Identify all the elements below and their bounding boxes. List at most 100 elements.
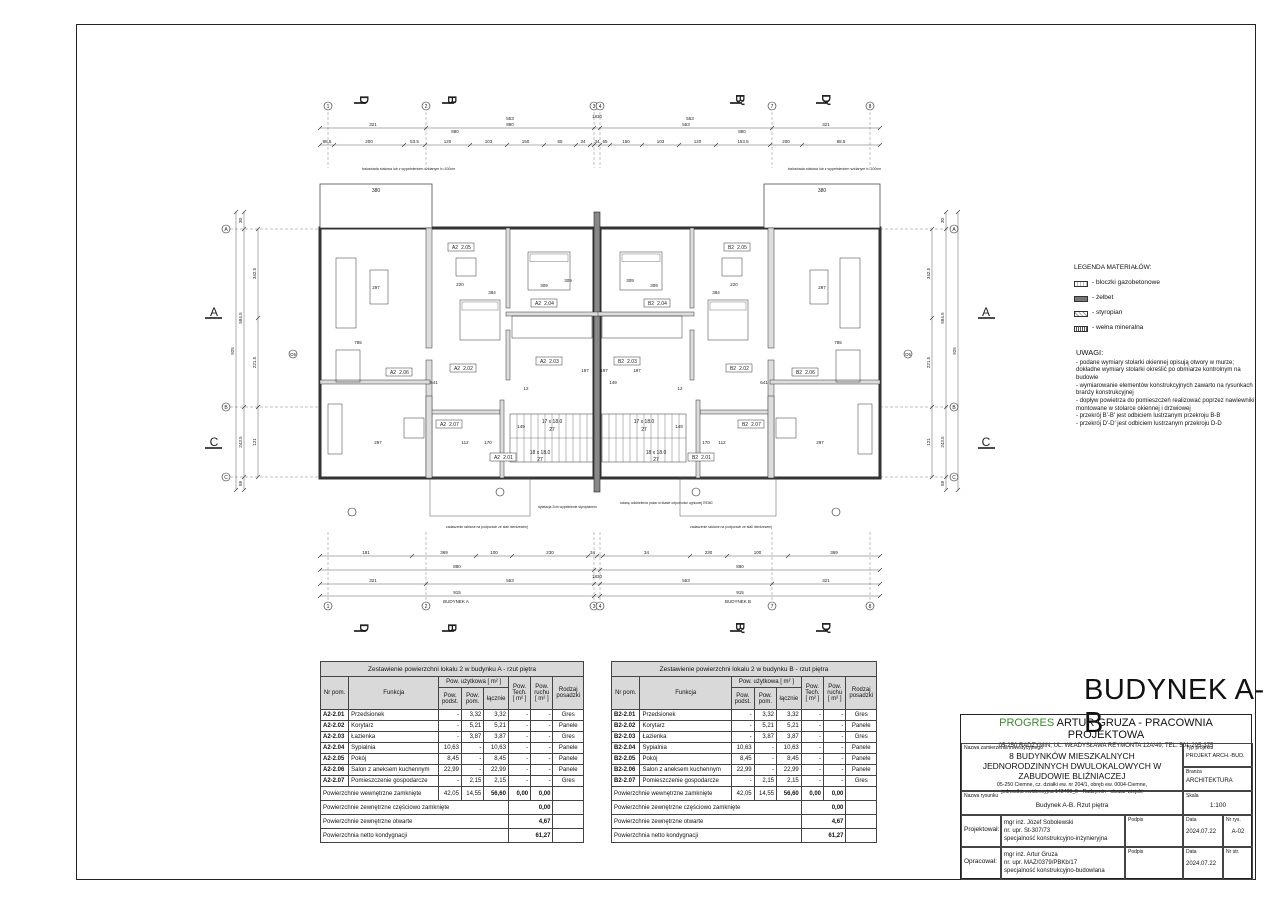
- dim-tick: [255, 315, 261, 321]
- author-date-cell: Data 2024.07.22: [1183, 847, 1223, 880]
- stair-label: 18 x 18.0: [530, 450, 551, 456]
- interior-wall: [689, 227, 695, 309]
- column-bubble: [831, 507, 841, 517]
- dim-tick: [929, 404, 935, 410]
- dim-left2-label: 221.5: [252, 356, 257, 368]
- room-dim: 197: [581, 368, 589, 373]
- room-function: Salon z aneksem kuchennym: [639, 764, 732, 776]
- dim-bottom-label: 181: [362, 550, 370, 555]
- axis-label: 7: [771, 604, 774, 610]
- col-header: Funkcja: [348, 676, 440, 710]
- sum-label: Powierzchnia netto kondygnacji: [611, 828, 802, 843]
- dim-tick: [929, 315, 935, 321]
- axis-bubble: [323, 101, 333, 111]
- cell: 3,87: [460, 731, 485, 743]
- cell: -: [823, 753, 847, 765]
- sofa-a: [335, 257, 357, 329]
- axis-bubble: [421, 101, 431, 111]
- dim-tick: [955, 209, 961, 215]
- sign-label: Podpis: [1128, 849, 1144, 855]
- col-header: Pow. Tech. [ m² ]: [507, 676, 532, 710]
- balcony-b: [763, 183, 881, 229]
- cell: -: [800, 731, 825, 743]
- dim-tick: [591, 142, 597, 148]
- dim-tick: [587, 142, 593, 148]
- dim-tick: [241, 226, 247, 232]
- project-type-cell: Typ projektu PROJEKT ARCH.-BUD.: [1183, 743, 1253, 767]
- dim-top-label: 880: [451, 129, 459, 134]
- cell: -: [800, 709, 825, 721]
- interior-wall: [505, 227, 511, 309]
- cell: -: [730, 709, 755, 721]
- drawing-name-cell: Nazwa rysunku Budynek A-B. Rzut piętra: [961, 791, 1183, 815]
- cell: -: [823, 742, 847, 754]
- room-code: B2-2.05: [610, 753, 641, 765]
- note-line: dokładne wymiary stolarki określić po ob…: [1076, 367, 1241, 381]
- room-dim: 641: [430, 380, 438, 385]
- drawing-name-value: Budynek A-B. Rzut piętra: [1035, 802, 1109, 809]
- cell: Panele: [552, 720, 584, 732]
- dim-tick: [541, 142, 547, 148]
- author-label: Opracował:: [964, 858, 997, 865]
- dim-tick: [317, 567, 323, 573]
- cell: -: [753, 753, 778, 765]
- dim-tick: [943, 404, 949, 410]
- dim-tick: [597, 142, 603, 148]
- legend-swatch-mineral-wool: [1074, 325, 1088, 332]
- cell: -: [800, 742, 825, 754]
- sum-label: Powierzchnie zewnętrzne otwarte: [611, 814, 802, 829]
- room-tag-number: 2.05: [737, 245, 747, 251]
- room-dim: 170: [702, 440, 710, 445]
- room-dim: 12: [523, 386, 529, 391]
- project-type-label: Typ projektu: [1186, 745, 1214, 751]
- dim-tick: [401, 142, 407, 148]
- dim-left-label: 243.5: [238, 436, 243, 448]
- room-dim: 149: [517, 424, 525, 429]
- note-line: branży konstrukcyjnej: [1076, 390, 1134, 397]
- room-function: Przedsionek: [639, 709, 732, 721]
- page-number-label: Nr str.: [1226, 849, 1240, 855]
- room-tag-code: B2: [796, 370, 802, 376]
- axis-label: 3: [593, 604, 596, 610]
- dim-left2-label: 342.5: [252, 267, 257, 279]
- interior-wall: [597, 311, 695, 317]
- interior-wall: [505, 329, 511, 381]
- dim-tick: [943, 226, 949, 232]
- axis-label: A: [952, 227, 956, 233]
- cell: 8,45: [438, 753, 462, 765]
- dim-left-label: 30: [238, 218, 243, 224]
- axis-bubble: [323, 601, 333, 611]
- project-type-value: PROJEKT ARCH.-BUD.: [1186, 753, 1245, 759]
- pillow: [529, 253, 569, 262]
- axis-bubble: [221, 402, 231, 412]
- legend-item: - wełna mineralna: [1074, 324, 1234, 334]
- section-marker: B': [733, 94, 747, 106]
- cell: -: [730, 720, 755, 732]
- dim-tick: [607, 142, 613, 148]
- section-marker: D': [819, 622, 833, 634]
- cell: Panele: [552, 742, 584, 754]
- stair-label: 18 x 18.0: [646, 450, 667, 456]
- author-label-cell: Opracował:: [961, 847, 1001, 880]
- dim-top2-label: 34: [594, 139, 600, 144]
- cell: -: [460, 753, 485, 765]
- date-label: Data: [1186, 817, 1197, 823]
- dim-top-label: 1830: [592, 114, 603, 119]
- dim-tick: [317, 553, 323, 559]
- cell: -: [730, 731, 755, 743]
- col-header: Pow. użytkowa [ m² ]: [730, 676, 802, 688]
- dim-top-label: 880: [738, 129, 746, 134]
- cell: 3,32: [776, 709, 802, 721]
- axis-bubble: [865, 101, 875, 111]
- building-label-a: BUDYNEK A: [443, 599, 469, 604]
- sum-value: 4,67: [507, 814, 554, 829]
- room-dim: 380: [818, 188, 827, 194]
- cell: -: [823, 764, 847, 776]
- investment-title: 8 BUDYNKÓW MIESZKALNYCH JEDNORODZINNYCH …: [982, 751, 1162, 781]
- room-function: Pomieszczenie gospodarcze: [348, 775, 440, 787]
- sum-value: 0,00: [507, 800, 554, 815]
- firm-name: PROGRES ARTUR GRUZA - PRACOWNIA PROJEKTO…: [961, 717, 1251, 741]
- room-dim: 149: [609, 380, 617, 385]
- cell: Gres: [845, 709, 877, 721]
- cell: 0,00: [800, 786, 825, 801]
